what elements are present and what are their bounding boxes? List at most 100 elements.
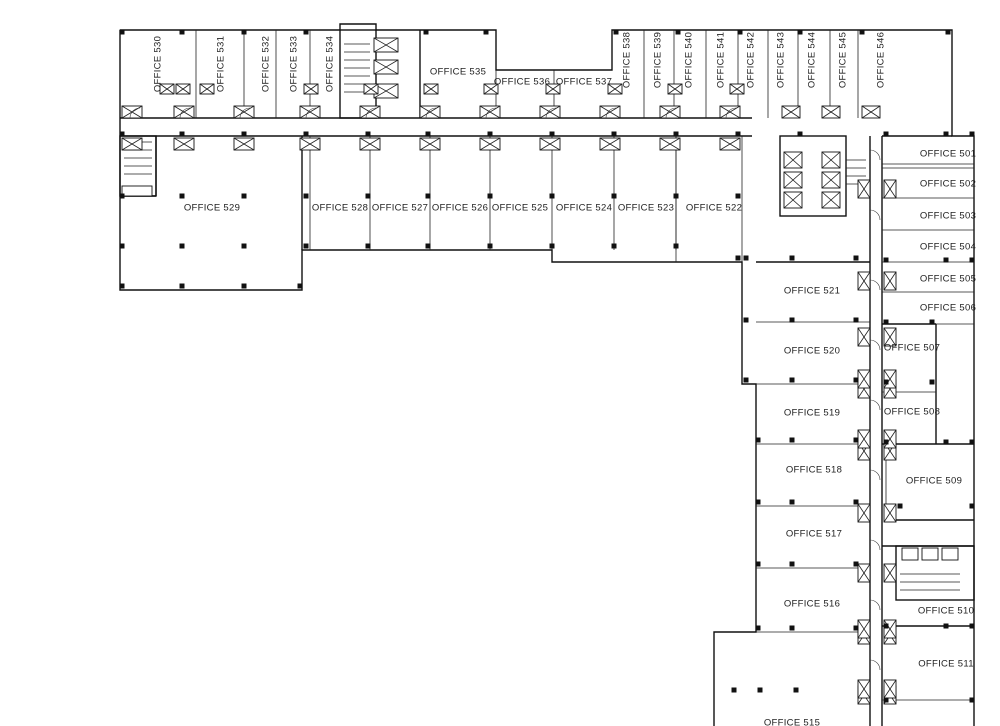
structural-column [119, 243, 125, 249]
stair-core [339, 29, 377, 119]
office-label-508: OFFICE 508 [884, 407, 940, 418]
structural-column [969, 697, 975, 703]
structural-column [613, 29, 619, 35]
door-swing [239, 107, 251, 119]
structural-column [757, 687, 763, 693]
elevator-cross [373, 59, 399, 75]
structural-column [673, 243, 679, 249]
office-label-525: OFFICE 525 [492, 203, 548, 214]
structural-column [119, 193, 125, 199]
door-swing [485, 107, 497, 119]
fixture-cross [883, 503, 897, 523]
structural-column [303, 131, 309, 137]
structural-column [883, 257, 889, 263]
structural-column [611, 131, 617, 137]
door-swing [545, 107, 557, 119]
structural-column [743, 317, 749, 323]
structural-column [943, 131, 949, 137]
office-label-534: OFFICE 534 [325, 36, 336, 92]
fixture-cross [359, 105, 381, 119]
office-label-510: OFFICE 510 [918, 606, 974, 617]
fixture-cross [857, 429, 871, 449]
structural-column [303, 193, 309, 199]
structural-column [119, 131, 125, 137]
office-label-518: OFFICE 518 [786, 465, 842, 476]
structural-column [241, 193, 247, 199]
elevator-cross [783, 151, 803, 169]
structural-column [731, 687, 737, 693]
structural-column [797, 131, 803, 137]
fixture-cross [159, 83, 175, 95]
fixture-cross [857, 271, 871, 291]
door-swing [869, 399, 881, 411]
door-swing [305, 107, 317, 119]
office-label-531: OFFICE 531 [216, 36, 227, 92]
fixture-cross [821, 105, 841, 119]
door-swing [869, 209, 881, 221]
office-label-533: OFFICE 533 [289, 36, 300, 92]
fixture-cross [423, 83, 439, 95]
structural-column [883, 697, 889, 703]
fixture-cross [607, 83, 623, 95]
structural-column [743, 255, 749, 261]
structural-column [853, 625, 859, 631]
door-swing [869, 539, 881, 551]
structural-column [789, 317, 795, 323]
fixture-cross [719, 105, 741, 119]
structural-column [883, 439, 889, 445]
fixture-cross [233, 137, 255, 151]
fixture-cross [857, 369, 871, 389]
fixture-cross [719, 137, 741, 151]
office-label-503: OFFICE 503 [920, 211, 976, 222]
office-label-524: OFFICE 524 [556, 203, 612, 214]
fixture-cross [299, 105, 321, 119]
structural-column [365, 131, 371, 137]
office-label-528: OFFICE 528 [312, 203, 368, 214]
elevator-cross [373, 37, 399, 53]
office-label-541: OFFICE 541 [716, 32, 727, 88]
office-label-544: OFFICE 544 [807, 32, 818, 88]
office-label-505: OFFICE 505 [920, 274, 976, 285]
structural-column [943, 623, 949, 629]
office-label-523: OFFICE 523 [618, 203, 674, 214]
structural-column [119, 29, 125, 35]
structural-column [929, 379, 935, 385]
elevator-cross [821, 171, 841, 189]
office-label-535: OFFICE 535 [430, 67, 486, 78]
door-swing [869, 599, 881, 611]
structural-column [789, 255, 795, 261]
office-label-538: OFFICE 538 [622, 32, 633, 88]
door-swing [665, 107, 677, 119]
structural-column [853, 437, 859, 443]
office-label-502: OFFICE 502 [920, 179, 976, 190]
structural-column [737, 29, 743, 35]
fixture-cross [479, 105, 501, 119]
structural-column [883, 379, 889, 385]
structural-column [883, 623, 889, 629]
fixture-cross [883, 327, 897, 347]
fixture-cross [599, 105, 621, 119]
structural-column [755, 437, 761, 443]
structural-column [179, 283, 185, 289]
fixture-cross [857, 503, 871, 523]
structural-column [969, 257, 975, 263]
fixture-cross [173, 137, 195, 151]
office-label-539: OFFICE 539 [653, 32, 664, 88]
elevator-cross [821, 151, 841, 169]
elevator-cross [783, 191, 803, 209]
office-label-506: OFFICE 506 [920, 303, 976, 314]
structural-column [611, 193, 617, 199]
structural-column [241, 131, 247, 137]
structural-column [755, 561, 761, 567]
office-label-511: OFFICE 511 [918, 659, 974, 670]
fixture-cross [883, 563, 897, 583]
office-label-517: OFFICE 517 [786, 529, 842, 540]
fixture-cross [883, 179, 897, 199]
structural-column [735, 255, 741, 261]
structural-column [943, 257, 949, 263]
fixture-cross [667, 83, 683, 95]
structural-column [487, 243, 493, 249]
structural-column [483, 29, 489, 35]
structural-column [743, 377, 749, 383]
